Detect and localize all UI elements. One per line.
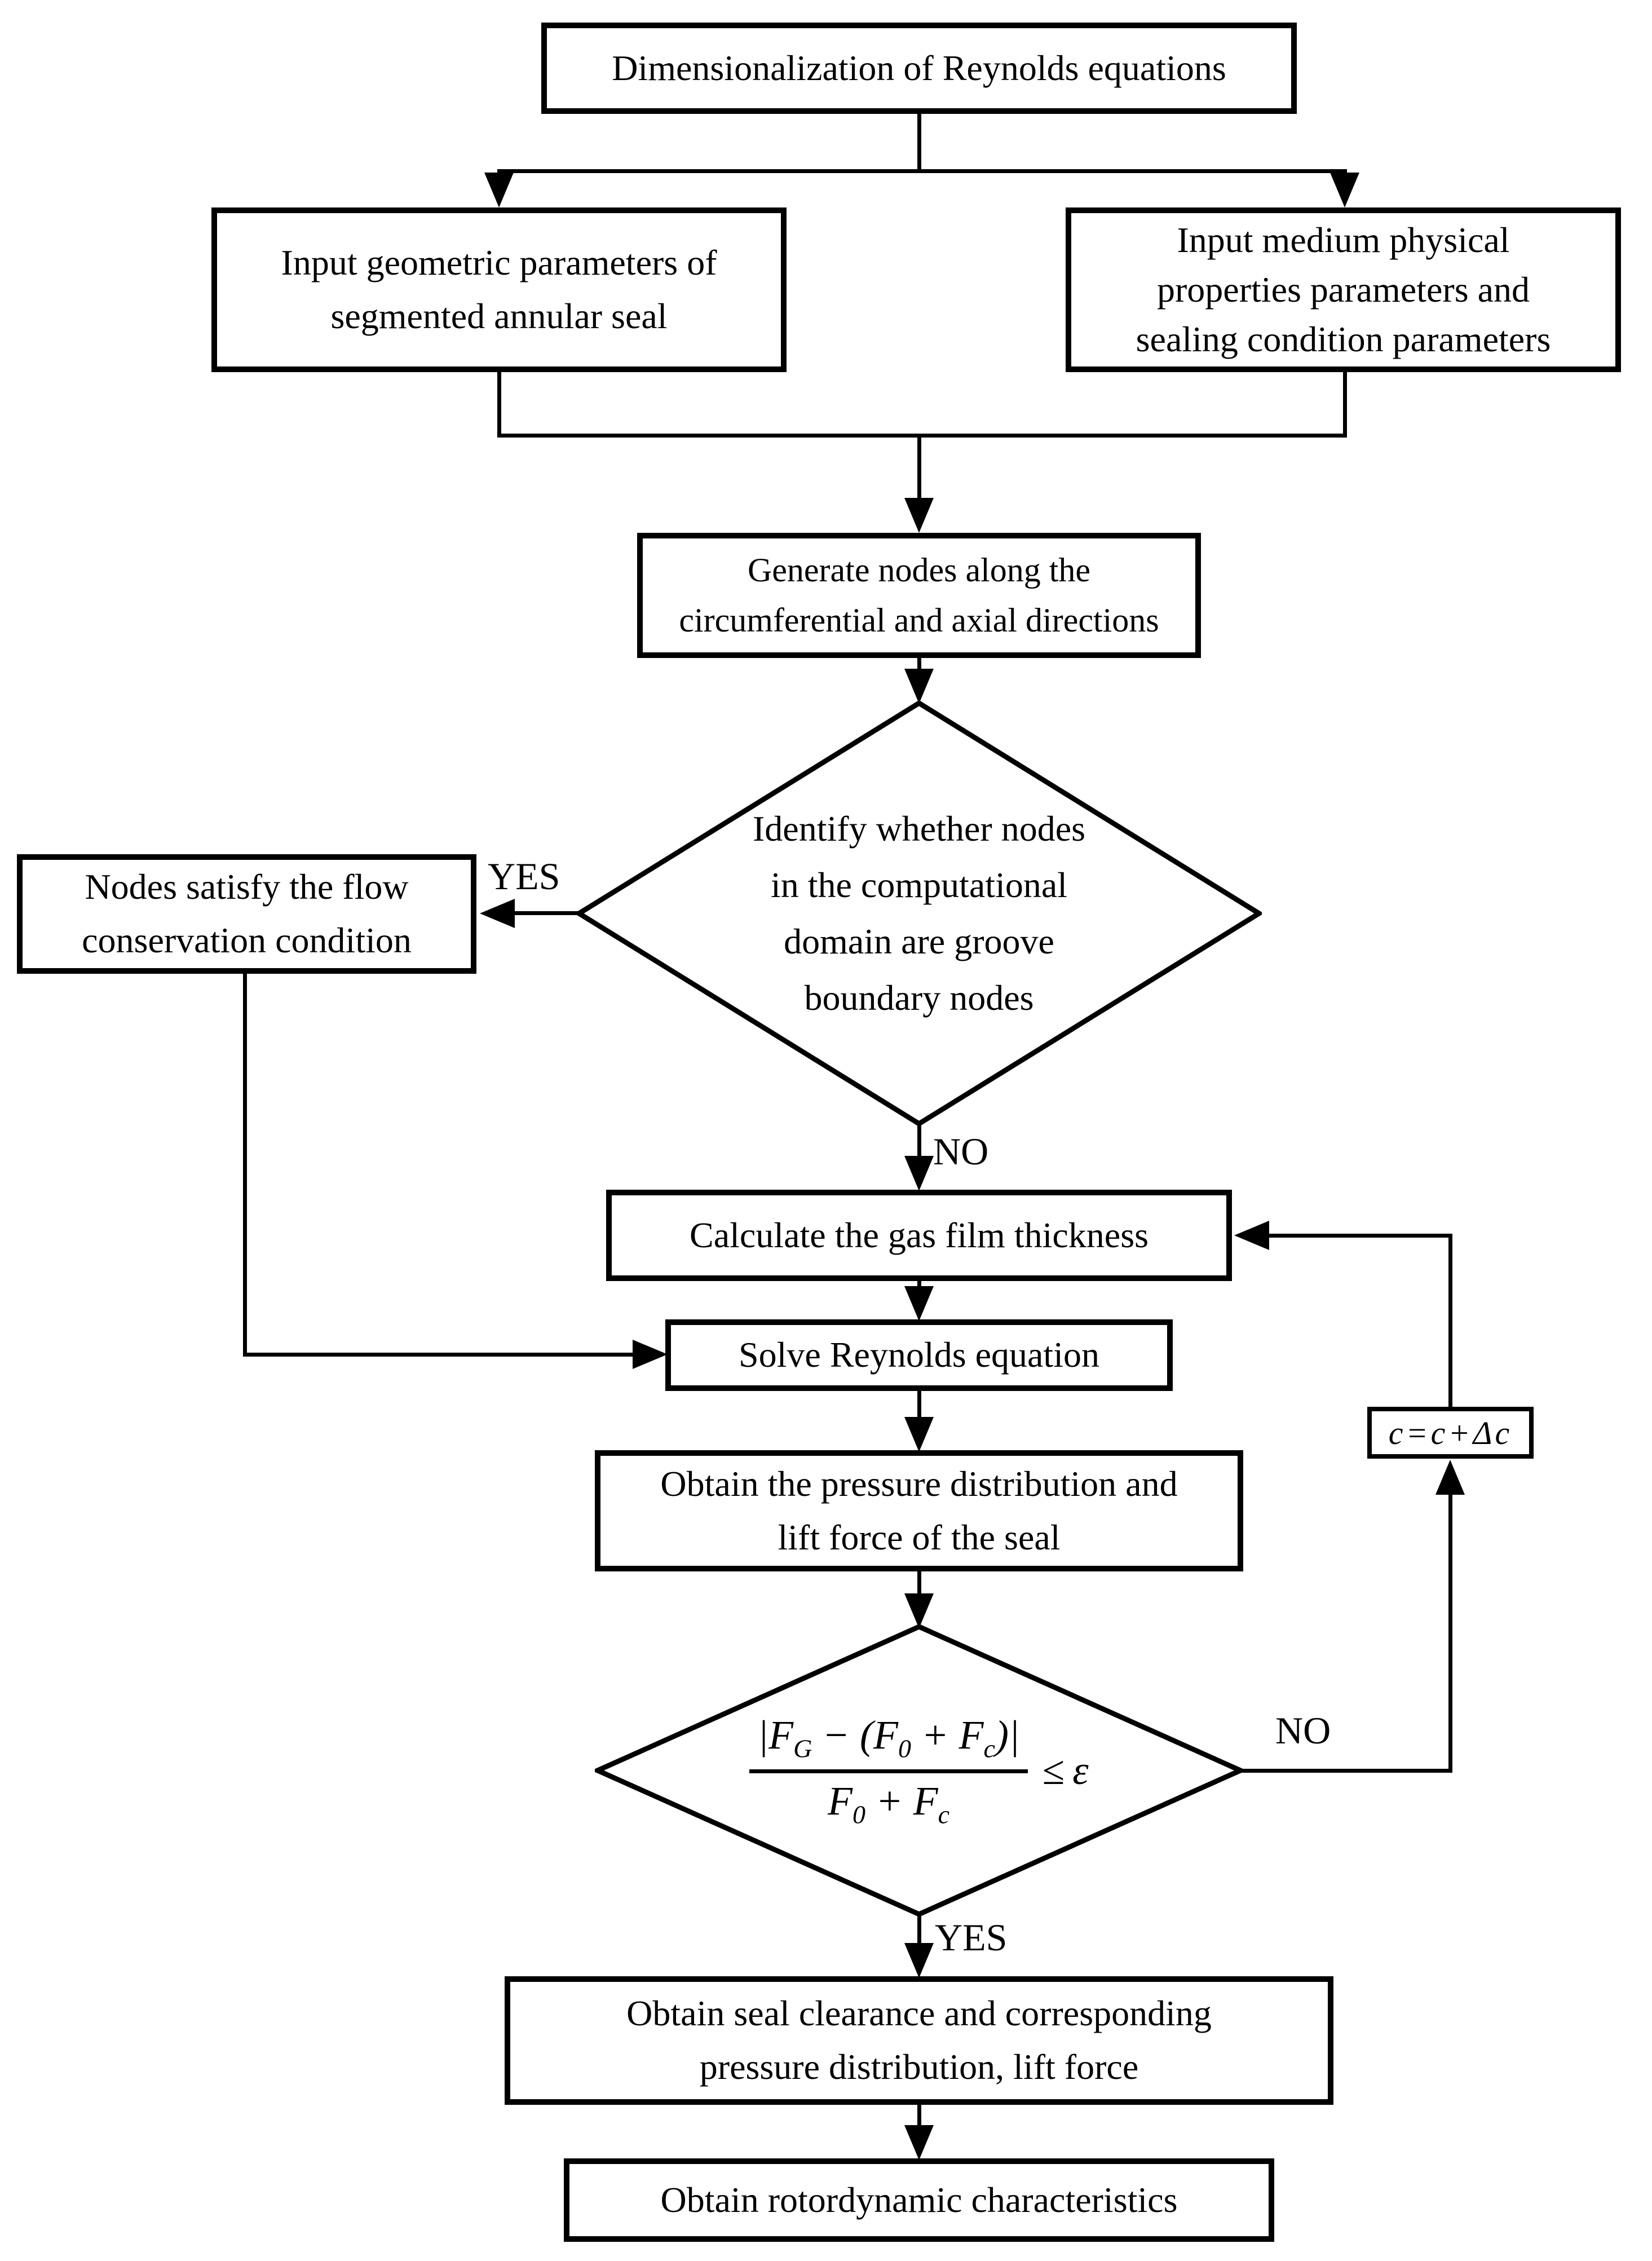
arrowhead-into-solve-left — [633, 1340, 668, 1369]
node-text: Obtain seal clearance and corresponding — [626, 1993, 1212, 2034]
node-input-geometric: Input geometric parameters of segmented … — [211, 207, 787, 372]
connector-pressure-down — [917, 1571, 921, 1598]
fraction-numerator: |FG − (F0 + Fc)| — [749, 1712, 1028, 1773]
edge-label-no-converge: NO — [1275, 1709, 1331, 1752]
node-text: Nodes satisfy the flow — [85, 867, 409, 907]
connector-solve-down — [917, 1391, 921, 1422]
node-text: boundary nodes — [804, 977, 1034, 1018]
connector-film-down — [917, 1281, 921, 1290]
identify-diamond-shape — [576, 700, 1262, 1127]
arrowhead-into-gas-film-right — [1234, 1221, 1269, 1250]
connector-join-down — [917, 434, 921, 501]
node-rotordynamic: Obtain rotordynamic characteristics — [564, 2158, 1274, 2242]
connector-split-horizontal — [497, 169, 1347, 173]
node-text: Solve Reynolds equation — [739, 1335, 1099, 1375]
node-text: lift force of the seal — [778, 1517, 1061, 1557]
connector-title-down — [917, 113, 921, 171]
node-identify-groove: Identify whether nodes in the computatio… — [694, 789, 1145, 1037]
connector-medium-down — [1343, 372, 1347, 438]
node-solve-reynolds: Solve Reynolds equation — [665, 1319, 1173, 1391]
arrowhead-into-gas-film — [904, 1156, 934, 1191]
connector-conservation-down — [243, 974, 247, 1354]
connector-seal-down — [917, 2105, 921, 2129]
connector-yes2-down — [917, 1915, 921, 1947]
node-text: Obtain rotordynamic characteristics — [660, 2179, 1178, 2220]
connector-join-horizontal — [497, 434, 1347, 438]
node-text: pressure distribution, lift force — [699, 2047, 1139, 2087]
connector-generate-down — [917, 658, 921, 674]
node-text: Identify whether nodes — [752, 809, 1086, 849]
connector-update-left — [1266, 1234, 1452, 1238]
node-text: Input geometric parameters of — [281, 242, 717, 283]
connector-yes-horizontal — [510, 911, 581, 915]
arrowhead-into-convergence — [904, 1593, 934, 1628]
connector-conservation-right — [243, 1353, 636, 1357]
connector-no-right-up — [1448, 1491, 1452, 1770]
arrowhead-into-pressure — [904, 1417, 934, 1452]
arrowhead-into-clearance-update — [1435, 1460, 1465, 1495]
node-text: Generate nodes along the — [747, 551, 1091, 589]
node-text: in the computational — [770, 865, 1068, 906]
arrowhead-into-geometric — [484, 173, 514, 207]
less-equal-sign: ≤ — [1042, 1747, 1065, 1793]
edge-label-yes-identify: YES — [488, 855, 560, 898]
arrowhead-into-generate — [904, 498, 934, 533]
node-text: Dimensionalization of Reynolds equations — [612, 47, 1226, 88]
node-clearance-update: c=c+Δc — [1367, 1407, 1534, 1459]
node-seal-clearance: Obtain seal clearance and corresponding … — [505, 1976, 1333, 2105]
arrowhead-into-medium — [1330, 173, 1359, 207]
node-pressure-lift: Obtain the pressure distribution and lif… — [595, 1450, 1243, 1571]
arrowhead-into-flow-conservation — [480, 899, 515, 928]
node-text: conservation condition — [82, 920, 412, 960]
node-text: circumferential and axial directions — [679, 602, 1159, 639]
node-text: properties parameters and — [1156, 269, 1530, 310]
node-text: Obtain the pressure distribution and — [660, 1463, 1178, 1504]
fraction-denominator: F0 + Fc — [828, 1778, 950, 1829]
convergence-fraction: |FG − (F0 + Fc)| F0 + Fc — [749, 1712, 1028, 1829]
node-gas-film: Calculate the gas film thickness — [606, 1190, 1232, 1281]
connector-no-down — [917, 1124, 921, 1160]
arrowhead-into-seal-clearance — [904, 1943, 934, 1978]
node-flow-conservation: Nodes satisfy the flow conservation cond… — [17, 854, 476, 974]
node-dimensionalization: Dimensionalization of Reynolds equations — [541, 23, 1297, 114]
node-text: domain are groove — [784, 921, 1054, 961]
node-text: Calculate the gas film thickness — [690, 1215, 1149, 1255]
edge-label-yes-converge: YES — [935, 1916, 1008, 1959]
connector-update-up — [1448, 1234, 1452, 1407]
node-text: sealing condition parameters — [1136, 319, 1551, 360]
edge-label-no-identify: NO — [933, 1130, 989, 1173]
connector-geometric-down — [497, 372, 501, 438]
node-text: segmented annular seal — [330, 296, 668, 336]
node-generate-nodes: Generate nodes along the circumferential… — [637, 533, 1201, 658]
connector-no-right-horizontal — [1241, 1769, 1452, 1773]
epsilon-symbol: ε — [1072, 1747, 1089, 1793]
node-input-medium: Input medium physical properties paramet… — [1066, 207, 1621, 372]
arrowhead-into-rotordynamic — [904, 2125, 934, 2160]
node-text: c=c+Δc — [1388, 1414, 1513, 1451]
node-text: Input medium physical — [1177, 219, 1510, 260]
arrowhead-into-identify — [904, 669, 934, 704]
arrowhead-into-solve-top — [904, 1286, 934, 1321]
node-convergence-formula: |FG − (F0 + Fc)| F0 + Fc ≤ ε — [654, 1677, 1184, 1863]
